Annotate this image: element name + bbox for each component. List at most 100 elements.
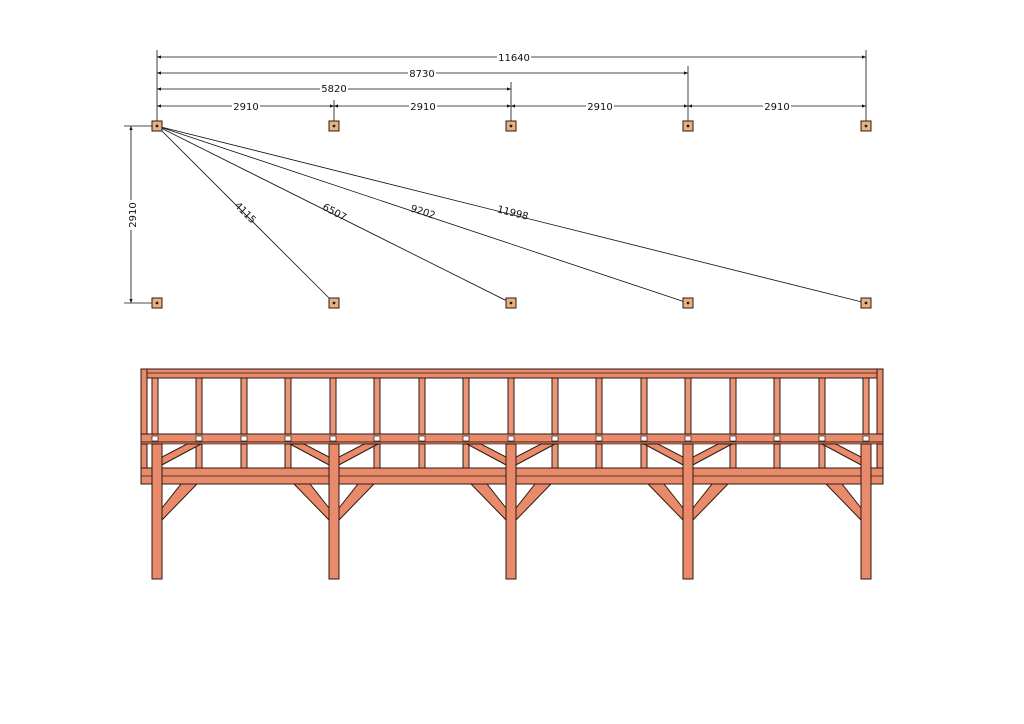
lower-baluster [551, 443, 559, 471]
lower-baluster [284, 443, 292, 471]
baluster [284, 377, 292, 435]
joist-end [773, 435, 781, 442]
post-center-mark [509, 124, 513, 128]
joist-end [862, 435, 870, 442]
baluster [640, 377, 648, 435]
joist-end [818, 435, 826, 442]
joist-end [240, 435, 248, 442]
knee-brace [515, 483, 553, 522]
joist-end [373, 435, 381, 442]
depth-dimension-label: 2910 [128, 202, 139, 227]
lower-baluster [418, 443, 426, 471]
top-rail [140, 368, 884, 379]
diagonal-line [156, 125, 335, 304]
baluster [773, 377, 781, 435]
upper-brace [336, 443, 379, 467]
diagonal-line [156, 125, 689, 304]
post [151, 443, 163, 580]
knee-brace [824, 483, 862, 522]
joist-end [684, 435, 692, 442]
dimension-label-11640: 11640 [498, 53, 530, 64]
upper-brace [289, 443, 332, 467]
timber-frame [140, 433, 884, 580]
baluster [195, 377, 203, 435]
post-center-mark [686, 124, 690, 128]
joist-end [284, 435, 292, 442]
baluster [684, 377, 692, 435]
baluster [551, 377, 559, 435]
upper-brace [159, 443, 202, 467]
dimension-lines [129, 55, 866, 303]
post-plan-markers [151, 120, 872, 309]
joist-end [195, 435, 203, 442]
diagonal-line [156, 125, 867, 304]
baluster [507, 377, 515, 435]
upper-brace [821, 443, 864, 467]
elevation-view [140, 368, 884, 580]
lower-baluster [240, 443, 248, 471]
joist-end [595, 435, 603, 442]
diagonal-labels: 4115 6507 9202 11998 [232, 200, 529, 226]
baluster [329, 377, 337, 435]
post-center-mark [686, 301, 690, 305]
dimension-label-8730: 8730 [409, 69, 434, 80]
upper-brace [466, 443, 509, 467]
joist-end [640, 435, 648, 442]
dimension-label-5820: 5820 [321, 84, 346, 95]
knee-brace [338, 483, 376, 522]
knee-brace [161, 483, 199, 522]
baluster [595, 377, 603, 435]
lower-baluster [373, 443, 381, 471]
lower-baluster [818, 443, 826, 471]
baluster [818, 377, 826, 435]
post [860, 443, 872, 580]
cumulative-dimension-labels: 11640 8730 5820 [320, 51, 531, 95]
joist-end [507, 435, 515, 442]
extension-lines [124, 50, 867, 304]
upper-brace [643, 443, 686, 467]
post-center-mark [332, 124, 336, 128]
post-center-mark [509, 301, 513, 305]
lower-baluster [195, 443, 203, 471]
post-center-mark [155, 124, 159, 128]
bay-dimension-label: 2910 [410, 102, 435, 113]
lower-baluster [462, 443, 470, 471]
lower-baluster [773, 443, 781, 471]
bay-dimension-label: 2910 [233, 102, 258, 113]
post-center-mark [155, 301, 159, 305]
post-center-mark [864, 301, 868, 305]
baluster [418, 377, 426, 435]
baluster [462, 377, 470, 435]
diagonal-measurements [156, 125, 867, 304]
joist-end [551, 435, 559, 442]
diagonal-line [156, 125, 512, 304]
lower-baluster [595, 443, 603, 471]
joist-end [151, 435, 159, 442]
knee-brace [646, 483, 684, 522]
knee-brace [692, 483, 730, 522]
baluster [862, 377, 870, 435]
knee-brace [469, 483, 507, 522]
bay-dimension-labels: 2910 2910 2910 2910 [232, 100, 791, 113]
upper-brace [690, 443, 733, 467]
knee-brace [292, 483, 330, 522]
diagonal-label-6507: 6507 [320, 202, 348, 224]
diagonal-label-9202: 9202 [409, 203, 437, 221]
baluster [151, 377, 159, 435]
baluster [729, 377, 737, 435]
diagonal-label-11998: 11998 [496, 204, 530, 222]
post-center-mark [332, 301, 336, 305]
bay-dimension-label: 2910 [587, 102, 612, 113]
bay-dimension-label: 2910 [764, 102, 789, 113]
baluster [373, 377, 381, 435]
post [505, 443, 517, 580]
post-center-mark [864, 124, 868, 128]
joist-end [418, 435, 426, 442]
railing [140, 368, 884, 478]
joist-end [329, 435, 337, 442]
depth-dimension-label-group: 2910 [126, 200, 139, 230]
lower-baluster [729, 443, 737, 471]
post [328, 443, 340, 580]
joist-end [729, 435, 737, 442]
